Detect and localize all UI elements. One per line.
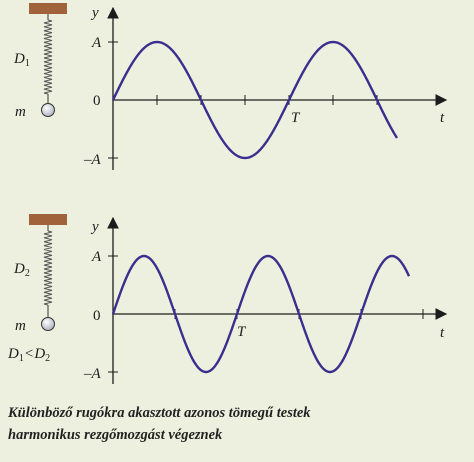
mass-label-1: m <box>15 104 26 120</box>
oscillation-curve-2 <box>111 254 411 374</box>
mass-ball-2 <box>41 317 55 331</box>
caption-line-1: Különböző rugókra akasztott azonos tömeg… <box>8 405 311 421</box>
ceiling-mount-1 <box>29 3 67 14</box>
period-label-2: T <box>237 324 247 340</box>
neg-amp-label-1: –A <box>83 152 102 168</box>
zero-label-1: 0 <box>93 93 101 109</box>
mass-ball-1 <box>41 103 55 117</box>
spring-coil-1 <box>43 19 53 95</box>
y-label-1: y <box>90 5 99 21</box>
mass-label-2: m <box>15 318 26 334</box>
panel-1: D1 m y A 0 –A T t <box>13 3 448 170</box>
caption: Különböző rugókra akasztott azonos tömeg… <box>8 402 468 446</box>
oscillation-curve-1 <box>111 40 399 160</box>
t-label-1: t <box>440 110 445 126</box>
panel-2: D2 m D1<D2 y A 0 –A T t <box>7 214 448 384</box>
spring-label-2: D2 <box>13 261 30 279</box>
amp-label-2: A <box>91 249 102 265</box>
spring-coil-2 <box>43 230 53 306</box>
zero-label-2: 0 <box>93 308 101 324</box>
y-label-2: y <box>90 219 99 235</box>
neg-amp-label-2: –A <box>83 366 102 382</box>
ceiling-mount-2 <box>29 214 67 225</box>
period-label-1: T <box>291 110 301 126</box>
caption-line-2: harmonikus rezgőmozgást végeznek <box>8 427 223 443</box>
spring-label-1: D1 <box>13 51 30 69</box>
t-label-2: t <box>440 325 445 341</box>
inequality-label: D1<D2 <box>7 346 50 364</box>
amp-label-1: A <box>91 35 102 51</box>
